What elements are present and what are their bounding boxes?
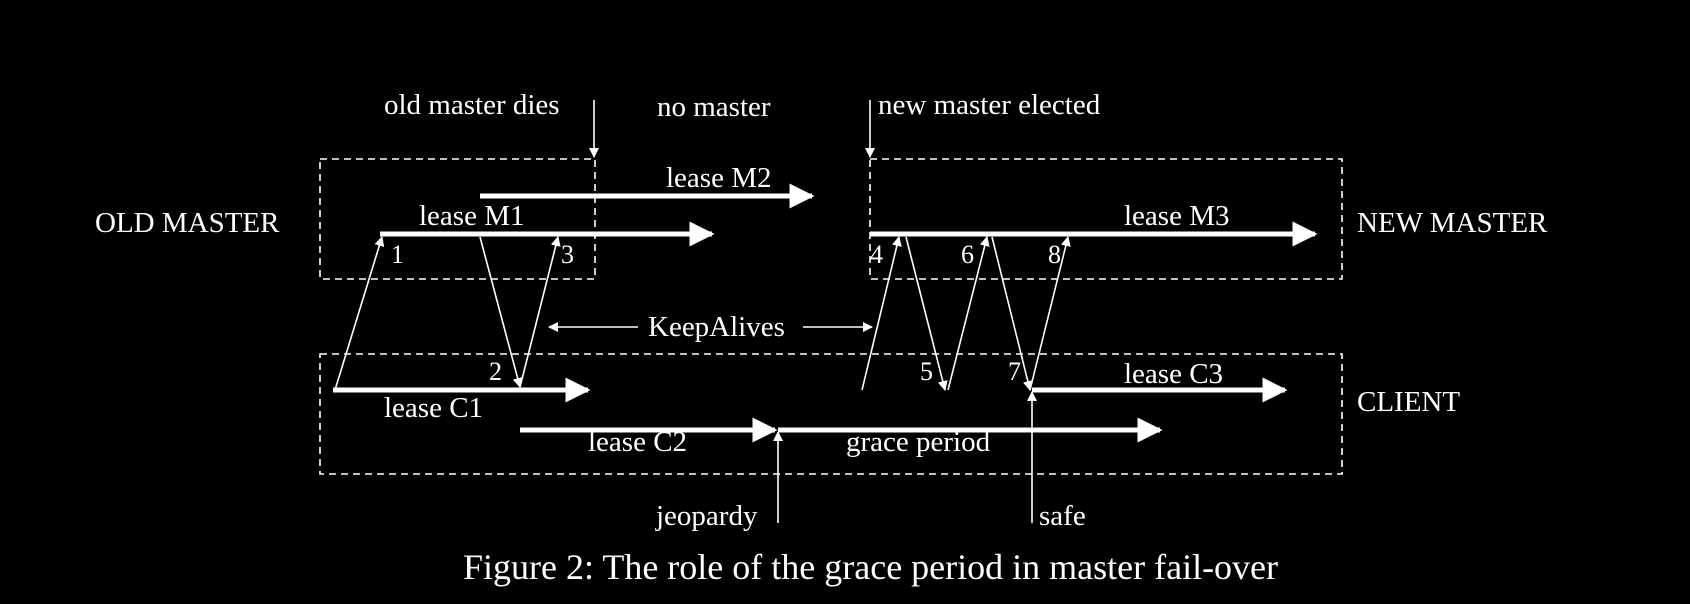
old-master-box (319, 158, 596, 280)
safe-label: safe (1039, 500, 1086, 532)
new-master-label: NEW MASTER (1357, 207, 1548, 239)
client-box (319, 353, 1343, 475)
keepalive-4-arrow (861, 236, 902, 391)
keepalive-6-arrow (947, 236, 990, 391)
keepalive-3-num: 3 (561, 240, 574, 269)
keepalive-5-arrow (905, 236, 948, 391)
lease-m1-label: lease M1 (419, 200, 525, 232)
jeopardy-label: jeopardy (655, 500, 758, 532)
lease-c3-label: lease C3 (1124, 358, 1223, 390)
keepalive-3-arrow (519, 236, 561, 388)
keepalive-1-arrow (334, 236, 385, 391)
new-master-box (869, 158, 1343, 280)
keepalive-8-arrow (1029, 236, 1071, 391)
lease-c1-label: lease C1 (384, 392, 483, 424)
old-master-dies-label: old master dies (384, 89, 560, 121)
keepalive-7-num: 7 (1008, 357, 1021, 386)
lease-m3-label: lease M3 (1124, 200, 1230, 232)
keepalive-4-num: 4 (870, 240, 883, 269)
new-master-elected-label: new master elected (878, 89, 1101, 121)
no-master-label: no master (657, 91, 771, 123)
keepalives-label: KeepAlives (648, 311, 785, 343)
client-label: CLIENT (1357, 386, 1460, 418)
keepalive-7-arrow (991, 236, 1033, 391)
figure-caption: Figure 2: The role of the grace period i… (463, 547, 1278, 587)
keepalive-2-arrow (479, 236, 523, 388)
keepalive-6-num: 6 (961, 240, 974, 269)
keepalive-1-num: 1 (391, 240, 404, 269)
keepalive-8-num: 8 (1048, 240, 1061, 269)
old-master-label: OLD MASTER (95, 207, 280, 239)
lease-m2-label: lease M2 (666, 162, 772, 194)
keepalive-5-num: 5 (920, 357, 933, 386)
keepalive-2-num: 2 (489, 357, 502, 386)
grace-period-label: grace period (846, 426, 991, 458)
lease-c2-label: lease C2 (588, 426, 687, 458)
